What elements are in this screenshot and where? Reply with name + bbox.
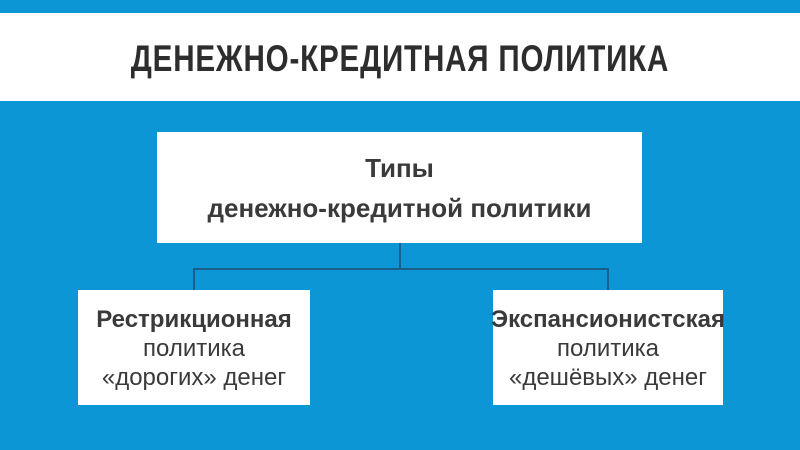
child-box-line: политика [143, 335, 245, 362]
child-box-restrictive-policy: Рестрикционная политика «дорогих» денег [78, 290, 310, 405]
child-box-line: Экспансионистская [491, 306, 725, 333]
connector-crossbar-line [193, 268, 609, 270]
connector-stem-line [399, 243, 401, 269]
root-box-types-of-policy: Типы денежно-кредитной политики [157, 132, 642, 243]
connector-left-drop-line [193, 268, 195, 291]
connector-right-drop-line [607, 268, 609, 291]
child-box-line: политика [557, 335, 659, 362]
child-box-line: Рестрикционная [96, 306, 292, 333]
child-box-line: «дешёвых» денег [508, 364, 708, 391]
title-band [0, 13, 800, 101]
root-box-line: Типы [365, 152, 434, 183]
slide-title: ДЕНЕЖНО-КРЕДИТНАЯ ПОЛИТИКА [130, 38, 670, 79]
root-box-line: денежно-кредитной политики [207, 192, 592, 223]
child-box-expansionist-policy: Экспансионистская политика «дешёвых» ден… [491, 290, 725, 405]
child-box-line: «дорогих» денег [101, 364, 287, 391]
